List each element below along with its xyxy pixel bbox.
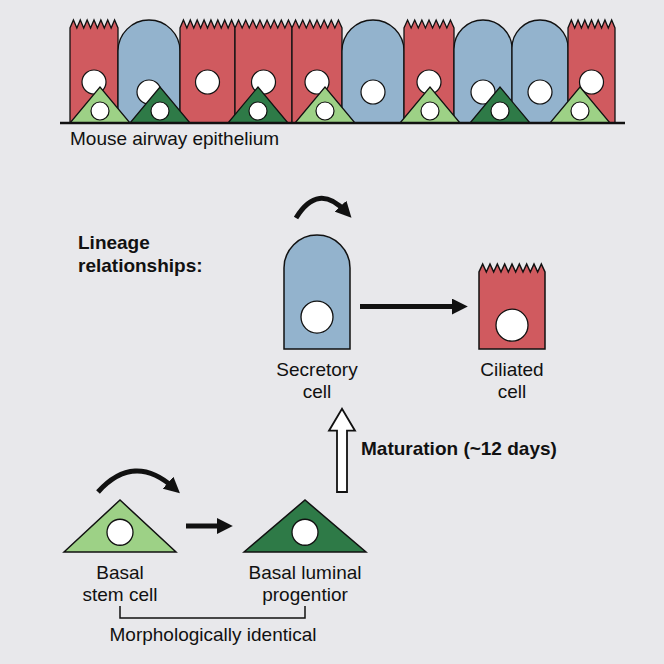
cell-shape (477, 262, 547, 351)
cell-shape (62, 498, 178, 554)
cell-label: Secretory cell (267, 359, 367, 403)
nucleus (196, 70, 220, 94)
bracket (120, 606, 305, 618)
nucleus (571, 102, 589, 120)
bracket-label: Morphologically identical (110, 624, 317, 647)
basal-cell-drawing (228, 87, 288, 123)
basal-cell-drawing (295, 87, 355, 123)
cell-label: Ciliated cell (467, 359, 557, 403)
cell-shape (242, 498, 368, 554)
lineage-arrow (360, 304, 455, 309)
nucleus (316, 102, 334, 120)
basal-luminal-progenitor: Basal luminal progentior (239, 498, 371, 606)
basal-cell-drawing (470, 87, 530, 123)
secretory-cell: Secretory cell (267, 233, 367, 403)
nucleus (361, 80, 385, 104)
nucleus (421, 102, 439, 120)
self-renewal-arrow (296, 198, 346, 218)
cell-shape (282, 233, 352, 351)
nucleus (528, 80, 552, 104)
cell-label: Basal stem cell (74, 562, 166, 606)
secretory-cell-drawing (342, 20, 404, 123)
basal-cell-drawing (130, 87, 190, 123)
nucleus (91, 102, 109, 120)
section-heading: Lineage relationships: (78, 232, 248, 278)
cell-label: Basal luminal progentior (239, 562, 371, 606)
lineage-arrow (186, 524, 220, 529)
edge-label: Maturation (~12 days) (361, 438, 557, 461)
nucleus (491, 102, 509, 120)
nucleus (151, 102, 169, 120)
ciliated-cell: Ciliated cell (467, 262, 557, 403)
nucleus (249, 102, 267, 120)
ciliated-cell-drawing (180, 20, 235, 123)
basal-cell-drawing (70, 87, 130, 123)
basal-stem-cell: Basal stem cell (62, 498, 178, 606)
basal-cell-drawing (550, 87, 610, 123)
basal-cell-drawing (400, 87, 460, 123)
epithelium-illustration (60, 20, 625, 123)
secretory-cell-drawing (512, 20, 568, 123)
self-renewal-arrow (98, 471, 174, 492)
maturation-arrow (329, 409, 355, 492)
basement-membrane (60, 122, 625, 125)
figure-label: Mouse airway epithelium (70, 128, 279, 151)
